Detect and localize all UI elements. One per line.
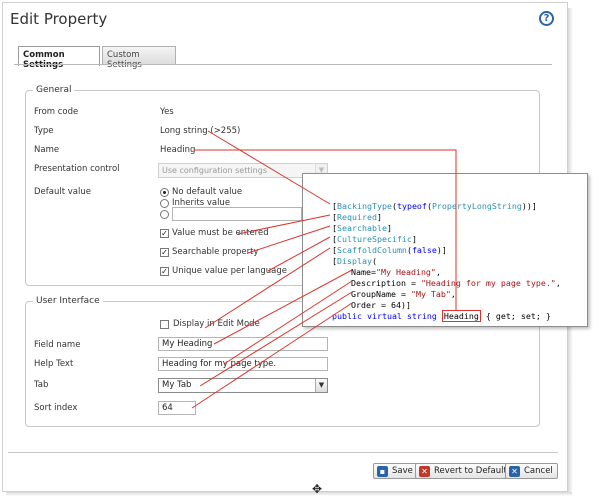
cancel-button[interactable]: ✕ Cancel [505, 463, 558, 479]
tab-select[interactable]: My Tab ▼ [158, 378, 328, 393]
tab-select-value: My Tab [162, 380, 192, 390]
code-line-searchable: [Searchable] [332, 223, 392, 233]
code-line-backingtype: [BackingType(typeof(PropertyLongString))… [332, 201, 537, 211]
connector-tab [199, 291, 353, 387]
radio-inherits-value[interactable] [160, 199, 169, 208]
default-value-label: Default value [34, 187, 91, 197]
searchable-property-checkbox[interactable]: ✓ [160, 248, 169, 257]
heading-highlight: Heading [441, 310, 481, 322]
move-cursor-icon: ✥ [312, 482, 323, 496]
name-label: Name [34, 145, 60, 155]
code-line-name: Name="My Heading", [351, 267, 441, 277]
connector-culturespecific [267, 236, 331, 272]
code-line-display: [Display( [332, 256, 377, 266]
radio-no-default-label: No default value [172, 187, 243, 197]
field-name-input[interactable]: My Heading [158, 337, 328, 351]
chevron-down-icon[interactable]: ▼ [315, 379, 327, 392]
help-text-label: Help Text [34, 359, 74, 369]
cancel-button-label: Cancel [524, 466, 553, 476]
revert-to-default-button[interactable]: ✕ Revert to Default [415, 463, 512, 479]
revert-button-label: Revert to Default [434, 466, 507, 476]
code-line-property: public virtual string Heading { get; set… [332, 310, 551, 322]
code-line-required: [Required] [332, 212, 382, 222]
field-name-label: Field name [34, 340, 81, 350]
cancel-icon: ✕ [509, 466, 520, 477]
sort-index-input[interactable]: 64 [158, 401, 196, 415]
connector-help-text [223, 280, 353, 365]
general-legend: General [33, 85, 75, 95]
connector-searchable [247, 225, 331, 254]
value-must-be-entered-checkbox[interactable]: ✓ [160, 229, 169, 238]
unique-value-per-language-label: Unique value per language [172, 266, 287, 276]
code-line-groupname: GroupName = "My Tab", [351, 289, 456, 299]
type-value: Long string (>255) [160, 126, 241, 136]
connector-sort-index [191, 302, 353, 409]
radio-no-default[interactable] [160, 188, 169, 197]
user-interface-legend: User Interface [33, 296, 103, 306]
help-text-input[interactable]: Heading for my page type. [158, 357, 328, 371]
dialog-title: Edit Property [10, 10, 108, 28]
connector-name-heading [194, 149, 457, 310]
from-code-label: From code [34, 107, 79, 117]
tab-common-settings[interactable]: Common Settings [18, 46, 100, 70]
window-shadow-bottom [6, 492, 572, 496]
code-callout: [BackingType(typeof(PropertyLongString))… [302, 173, 588, 327]
code-line-description: Description = "Heading for my page type.… [351, 278, 561, 288]
tab-strip-border [14, 64, 552, 65]
user-interface-fieldset [25, 301, 540, 427]
save-icon: ▪ [377, 466, 388, 477]
tab-custom-settings[interactable]: Custom Settings [102, 46, 176, 70]
presentation-control-label: Presentation control [34, 164, 120, 174]
display-in-edit-mode-checkbox[interactable] [160, 320, 169, 329]
type-label: Type [34, 126, 54, 136]
revert-icon: ✕ [419, 466, 430, 477]
display-in-edit-mode-label: Display in Edit Mode [173, 319, 260, 329]
save-button-label: Save [392, 466, 413, 476]
save-button[interactable]: ▪ Save [373, 463, 418, 479]
code-line-order: Order = 64)] [351, 300, 411, 310]
unique-value-per-language-checkbox[interactable]: ✓ [160, 267, 169, 276]
connector-type-backingtype [207, 130, 331, 205]
connector-scaffoldcolumn [204, 247, 331, 329]
connector-field-name [213, 269, 353, 345]
searchable-property-label: Searchable property [172, 247, 259, 257]
default-value-input[interactable] [172, 207, 302, 221]
tab-label: Tab [34, 380, 49, 390]
code-line-culturespecific: [CultureSpecific] [332, 234, 417, 244]
footer-separator [8, 452, 558, 453]
radio-inherits-value-label: Inherits value [172, 198, 231, 208]
sort-index-label: Sort index [34, 403, 78, 413]
connector-required [237, 214, 331, 235]
from-code-value: Yes [160, 107, 174, 117]
value-must-be-entered-label: Value must be entered [172, 228, 269, 238]
radio-custom-value[interactable] [160, 210, 169, 219]
name-value: Heading [160, 145, 196, 155]
code-line-scaffoldcolumn: [ScaffoldColumn(false)] [332, 245, 447, 255]
help-icon[interactable]: ? [539, 11, 554, 26]
presentation-control-value: Use configuration settings [162, 166, 267, 175]
